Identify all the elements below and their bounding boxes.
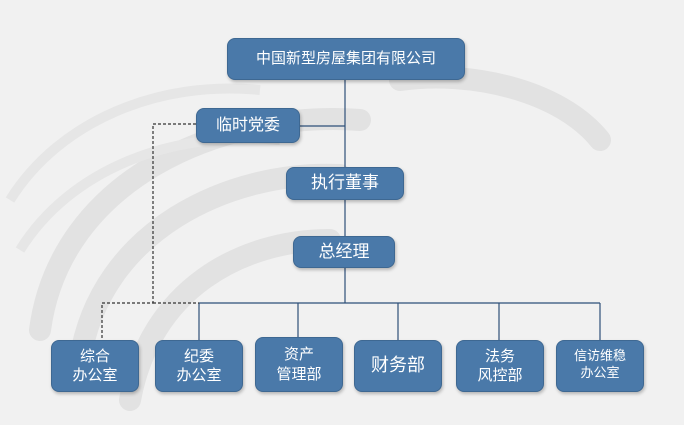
finance-node: 财务部 [354,340,442,392]
discipline-office-node: 纪委 办公室 [155,340,243,392]
finance-label: 财务部 [371,355,425,377]
general-office-node: 综合 办公室 [51,340,139,392]
asset-management-label: 资产 管理部 [276,345,322,383]
legal-risk-node: 法务 风控部 [456,340,544,392]
party-committee-label: 临时党委 [215,115,280,135]
general-office-label: 综合 办公室 [72,346,118,385]
group-company-node: 中国新型房屋集团有限公司 [227,38,465,80]
asset-management-node: 资产 管理部 [255,337,343,392]
discipline-office-label: 纪委 办公室 [176,346,222,385]
petition-office-node: 信访维稳 办公室 [556,340,644,392]
dashed-connector-party [101,123,196,340]
group-company-label: 中国新型房屋集团有限公司 [255,49,436,68]
party-committee-node: 临时党委 [196,108,300,143]
executive-director-node: 执行董事 [286,167,404,200]
executive-director-label: 执行董事 [311,173,379,194]
legal-risk-label: 法务 风控部 [477,346,523,385]
general-manager-label: 总经理 [318,241,370,262]
general-manager-node: 总经理 [293,236,395,268]
petition-office-label: 信访维稳 办公室 [573,349,626,381]
